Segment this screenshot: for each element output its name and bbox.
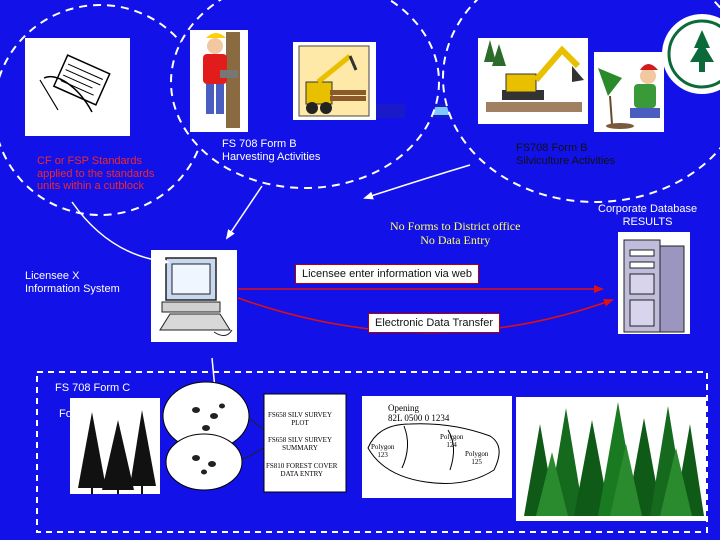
polygon-123-label: Polygon 123 <box>371 443 395 459</box>
forest-cover-entry-label: FS810 FOREST COVER DATA ENTRY <box>266 462 338 478</box>
server-icon <box>618 232 690 334</box>
harvesting-to-licensee-arrow <box>225 185 263 240</box>
log-loader-icon <box>293 42 376 120</box>
agency-seal-icon <box>662 14 720 94</box>
cf-standards-label: CF or FSP Standards applied to the stand… <box>37 155 155 193</box>
survey-form-box <box>263 393 347 493</box>
silviculture-label: FS708 Form B Silviculture Activities <box>516 142 616 167</box>
forest-stand-icon <box>516 397 706 521</box>
survey-plot-circles <box>162 381 265 491</box>
computer-icon <box>151 250 237 342</box>
form-c-label: FS 708 Form C <box>55 382 131 394</box>
conifer-trees-icon <box>70 398 160 494</box>
web-entry-box: Licensee enter information via web <box>295 264 479 284</box>
standards-to-licensee-arrow <box>71 201 170 266</box>
silviculture-to-no-forms-arrow <box>363 164 471 200</box>
form-c-box <box>36 371 708 533</box>
opening-label: Opening 82L 0500 0 1234 <box>388 403 450 424</box>
opening-area <box>362 396 512 498</box>
no-forms-note: No Forms to District office No Data Entr… <box>390 219 521 247</box>
polygon-125-label: Polygon 125 <box>465 450 489 466</box>
harvesting-label: FS 708 Form B Harvesting Activities <box>222 138 321 163</box>
licensee-system-label: Licensee X Information System <box>25 270 120 295</box>
survey-summary-label: FS658 SILV SURVEY SUMMARY <box>268 436 333 452</box>
edt-box: Electronic Data Transfer <box>368 313 500 333</box>
polygon-124-label: Polygon 124 <box>440 433 464 449</box>
survey-plot-label: FS658 SILV SURVEY PLOT <box>268 411 333 427</box>
lumberjack-icon <box>190 30 248 132</box>
form-document-icon <box>25 38 130 136</box>
tree-planter-icon <box>594 52 664 132</box>
excavator-icon <box>478 38 588 124</box>
corporate-db-label: Corporate Database RESULTS <box>598 203 698 228</box>
forest-cover-label: Forest Cover <box>59 408 123 420</box>
